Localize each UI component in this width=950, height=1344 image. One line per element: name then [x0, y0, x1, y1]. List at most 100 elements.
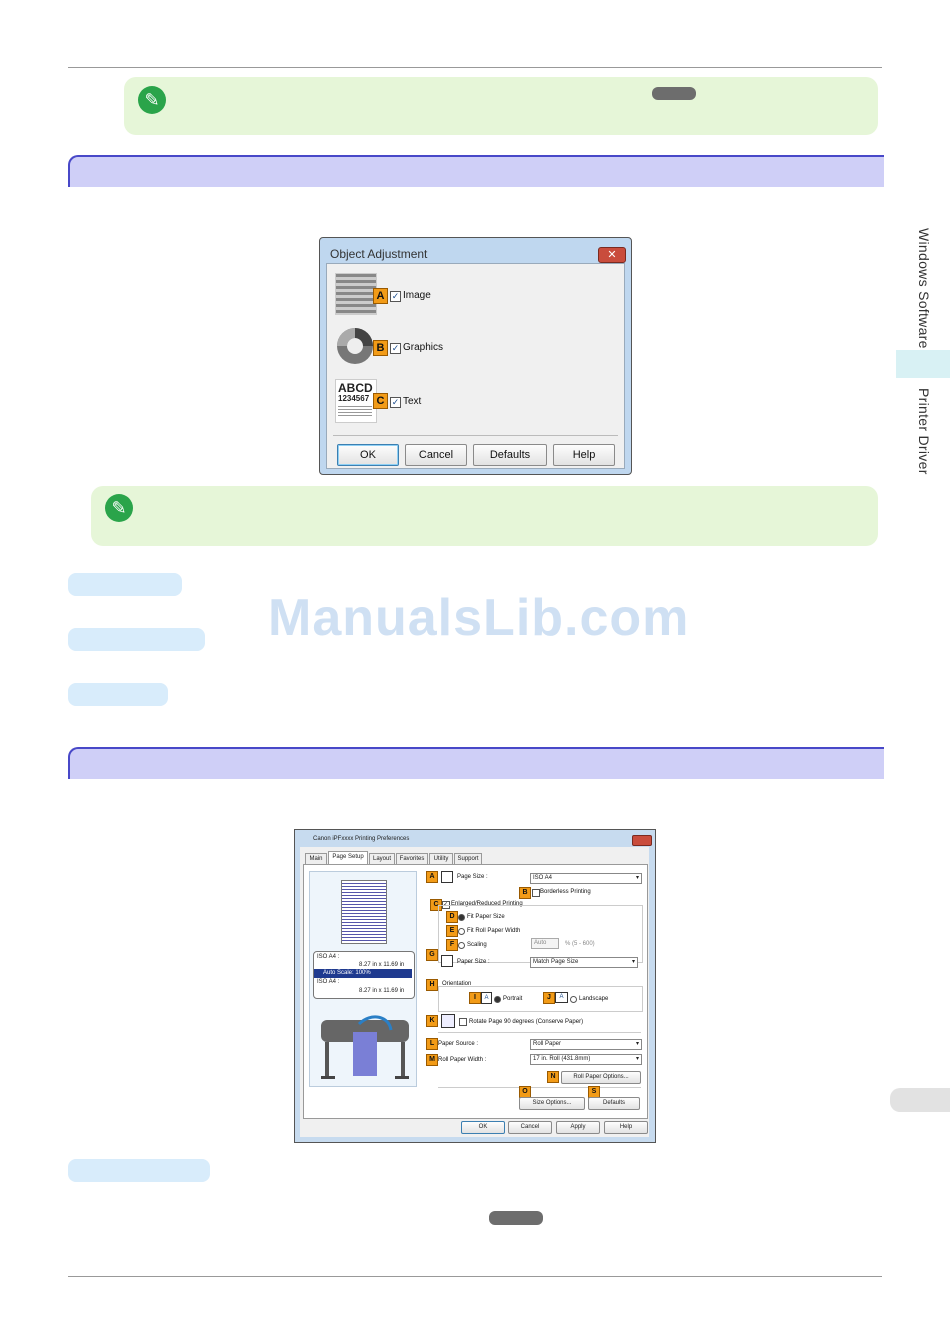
defaults-button[interactable]: Defaults	[473, 444, 547, 466]
step-label	[68, 683, 168, 706]
paper-source-select[interactable]: Roll Paper	[530, 1039, 642, 1050]
watermark: ManualsLib.com	[268, 589, 690, 647]
text-thumbnail: ABCD 1234567	[335, 379, 377, 423]
landscape-icon: A	[555, 992, 568, 1003]
cancel-button[interactable]: Cancel	[508, 1121, 552, 1134]
badge-h: H	[426, 979, 438, 991]
rotate-label: Rotate Page 90 degrees (Conserve Paper)	[469, 1019, 584, 1025]
page-preview	[341, 880, 387, 944]
page-size-label: Page Size :	[457, 874, 488, 880]
apply-button[interactable]: Apply	[556, 1121, 600, 1134]
orientation-label: Orientation	[442, 981, 472, 987]
badge-a: A	[426, 871, 438, 883]
badge-j: J	[543, 992, 555, 1004]
badge-i: I	[469, 992, 481, 1004]
ok-button[interactable]: OK	[461, 1121, 505, 1134]
ok-button[interactable]: OK	[337, 444, 399, 466]
graphics-label: Graphics	[403, 342, 444, 353]
badge-e: E	[446, 925, 458, 937]
badge-g: G	[426, 949, 438, 961]
graphics-thumbnail	[335, 326, 375, 366]
badge-m: M	[426, 1054, 438, 1066]
page-number-tab	[890, 1088, 950, 1112]
close-icon[interactable]	[632, 835, 652, 846]
section-header	[68, 155, 884, 187]
pencil-icon: ✎	[105, 494, 133, 522]
printing-preferences-dialog: Canon iPFxxxx Printing Preferences Main …	[294, 829, 656, 1143]
scaling-radio[interactable]	[458, 942, 465, 949]
badge-s: S	[588, 1086, 600, 1098]
badge-n: N	[547, 1071, 559, 1083]
bottom-rule	[68, 1276, 882, 1277]
paper-source-label: Paper Source :	[438, 1041, 479, 1047]
badge-b: B	[373, 340, 388, 356]
badge-l: L	[426, 1038, 438, 1050]
fit-paper-radio[interactable]	[458, 914, 465, 921]
text-label: Text	[403, 396, 422, 407]
borderless-checkbox[interactable]	[532, 889, 540, 897]
note-box: ✎	[124, 77, 878, 135]
tab-support[interactable]: Support	[454, 853, 482, 864]
graphics-checkbox[interactable]: ✓	[390, 343, 401, 354]
roll-options-button[interactable]: Roll Paper Options...	[561, 1071, 641, 1084]
badge-b: B	[519, 887, 531, 899]
auto-scale-bar	[314, 969, 412, 978]
note-box: ✎	[91, 486, 878, 546]
portrait-icon: A	[481, 992, 492, 1004]
landscape-label: Landscape	[579, 996, 609, 1002]
scaling-input[interactable]: Auto	[531, 938, 559, 949]
separator	[438, 1087, 641, 1088]
tab-favorites[interactable]: Favorites	[396, 853, 428, 864]
auto-scale-label: Auto Scale: 100%	[323, 970, 371, 976]
side-tab-windows-software[interactable]: Windows Software	[916, 228, 932, 349]
printer-icon	[321, 1015, 409, 1079]
paper2-label: ISO A4 :	[317, 979, 340, 985]
help-button[interactable]: Help	[604, 1121, 648, 1134]
enlarged-label: Enlarged/Reduced Printing	[451, 901, 523, 907]
image-checkbox[interactable]: ✓	[390, 291, 401, 302]
image-thumbnail	[335, 273, 377, 315]
text-checkbox[interactable]: ✓	[390, 397, 401, 408]
badge-c: C	[373, 393, 388, 409]
step-label	[68, 1159, 210, 1182]
side-tab-printer-driver[interactable]: Printer Driver	[916, 388, 932, 475]
top-rule	[68, 67, 882, 68]
close-icon[interactable]: ✕	[598, 247, 626, 263]
dialog-title: Canon iPFxxxx Printing Preferences	[313, 836, 410, 842]
step-label	[68, 573, 182, 596]
tab-page-setup[interactable]: Page Setup	[328, 851, 368, 864]
step-label	[68, 628, 205, 651]
image-label: Image	[403, 290, 431, 301]
help-button[interactable]: Help	[553, 444, 615, 466]
reference-link[interactable]	[652, 87, 696, 100]
roll-width-label: Roll Paper Width :	[438, 1057, 487, 1063]
pencil-icon: ✎	[138, 86, 166, 114]
borderless-label: Borderless Printing	[540, 889, 591, 895]
object-adjustment-dialog: Object Adjustment ✕ A ✓ Image B ✓ Graphi…	[319, 237, 632, 475]
tab-layout[interactable]: Layout	[369, 853, 395, 864]
scaling-range: % (5 - 600)	[565, 941, 595, 947]
orientation-group	[438, 986, 643, 1012]
portrait-radio[interactable]	[494, 996, 501, 1003]
badge-d: D	[446, 911, 458, 923]
scaling-label: Scaling	[467, 942, 487, 948]
size-options-button[interactable]: Size Options...	[519, 1097, 585, 1110]
badge-k: K	[426, 1015, 438, 1027]
rotate-checkbox[interactable]	[459, 1018, 467, 1026]
page-size-select[interactable]: ISO A4	[530, 873, 642, 884]
fit-roll-radio[interactable]	[458, 928, 465, 935]
cancel-button[interactable]: Cancel	[405, 444, 467, 466]
page-size-icon	[441, 871, 453, 883]
badge-f: F	[446, 939, 458, 951]
roll-width-select[interactable]: 17 in. Roll (431.8mm)	[530, 1054, 642, 1065]
tab-main[interactable]: Main	[305, 853, 327, 864]
dialog-title: Object Adjustment	[330, 247, 428, 261]
text-thumb-line1: ABCD	[338, 381, 373, 395]
paper-size-select[interactable]: Match Page Size	[530, 957, 638, 968]
reference-link[interactable]	[489, 1211, 543, 1225]
defaults-button[interactable]: Defaults	[588, 1097, 640, 1110]
landscape-radio[interactable]	[570, 996, 577, 1003]
tab-utility[interactable]: Utility	[429, 853, 453, 864]
paper-size-label: Paper Size :	[457, 959, 490, 965]
paper-size-icon	[441, 955, 453, 967]
